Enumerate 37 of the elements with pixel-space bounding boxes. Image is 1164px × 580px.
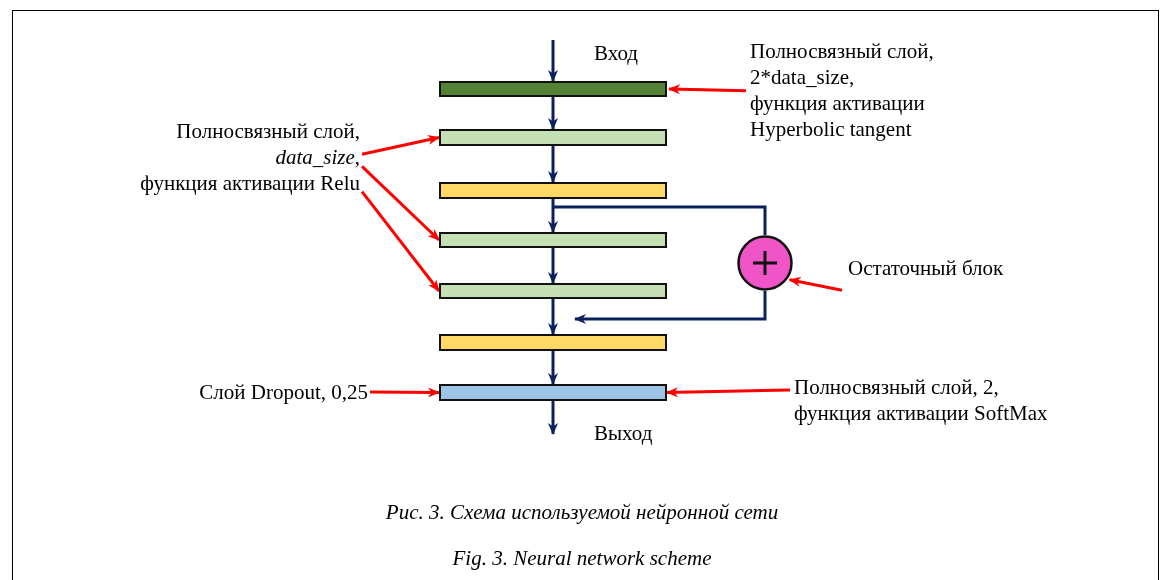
flow-arrow: [548, 401, 558, 435]
layer-bar: [439, 334, 667, 351]
flow-arrow: [548, 97, 558, 130]
leader-arrow: [360, 165, 441, 242]
layer-bar: [439, 384, 667, 401]
figure-caption: Рис. 3. Схема используемой нейронной сети: [384, 500, 780, 525]
layer-bar: [439, 129, 667, 146]
annotation-text: Полносвязный слой, 2,: [794, 374, 1000, 400]
flow-arrow: [548, 199, 558, 233]
annotation-text: 2*data_size,: [750, 64, 856, 90]
flow-arrow: [548, 146, 558, 183]
leader-arrow: [370, 387, 440, 398]
annotation-text: Полносвязный слой, data_size,: [175, 118, 360, 170]
flow-arrow: [548, 351, 558, 385]
io-label: Вход: [594, 40, 638, 66]
figure-caption: Fig. 3. Neural network scheme: [451, 546, 713, 571]
annotation-text: Слой Dropout, 0,25: [198, 379, 368, 405]
flow-arrow: [574, 291, 767, 324]
layer-bar: [439, 182, 667, 199]
layer-bar: [439, 232, 667, 248]
annotation-text: Полносвязный слой,: [750, 38, 935, 64]
leader-arrow: [360, 190, 441, 292]
flow-arrow: [548, 40, 558, 82]
io-label: Выход: [594, 420, 653, 446]
flow-arrow: [548, 248, 558, 284]
leader-arrow: [666, 387, 791, 398]
annotation-text: функция активации Relu: [139, 170, 360, 196]
flow-arrow: [548, 299, 558, 335]
annotation-text: функция активации SoftMax: [794, 400, 1049, 426]
annotation-text: функция активации Hyperbolic tangent: [750, 90, 926, 142]
layer-bar: [439, 81, 667, 97]
leader-arrow: [668, 84, 747, 95]
layer-bar: [439, 283, 667, 299]
leader-arrow: [788, 277, 843, 292]
adder-circle: [737, 235, 793, 291]
annotation-text: Остаточный блок: [848, 255, 1005, 281]
leader-arrow: [361, 134, 440, 156]
